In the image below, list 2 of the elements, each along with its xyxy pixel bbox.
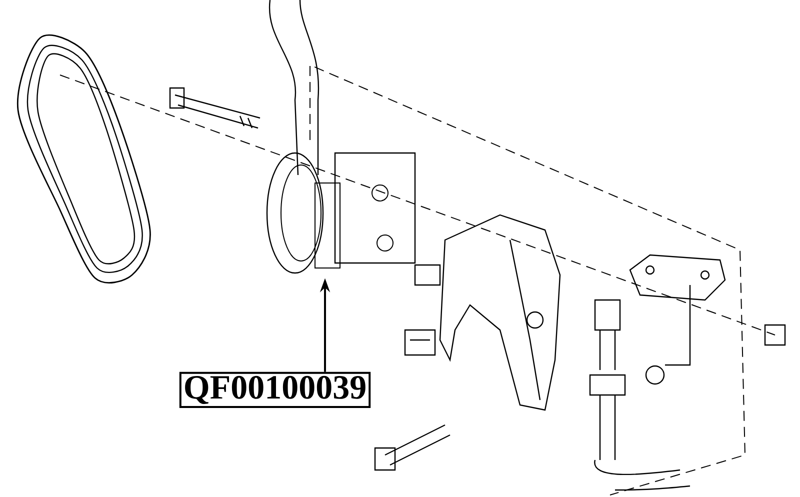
pump-drawing [266, 152, 416, 274]
part-number-box: QF00100039 [179, 372, 371, 408]
